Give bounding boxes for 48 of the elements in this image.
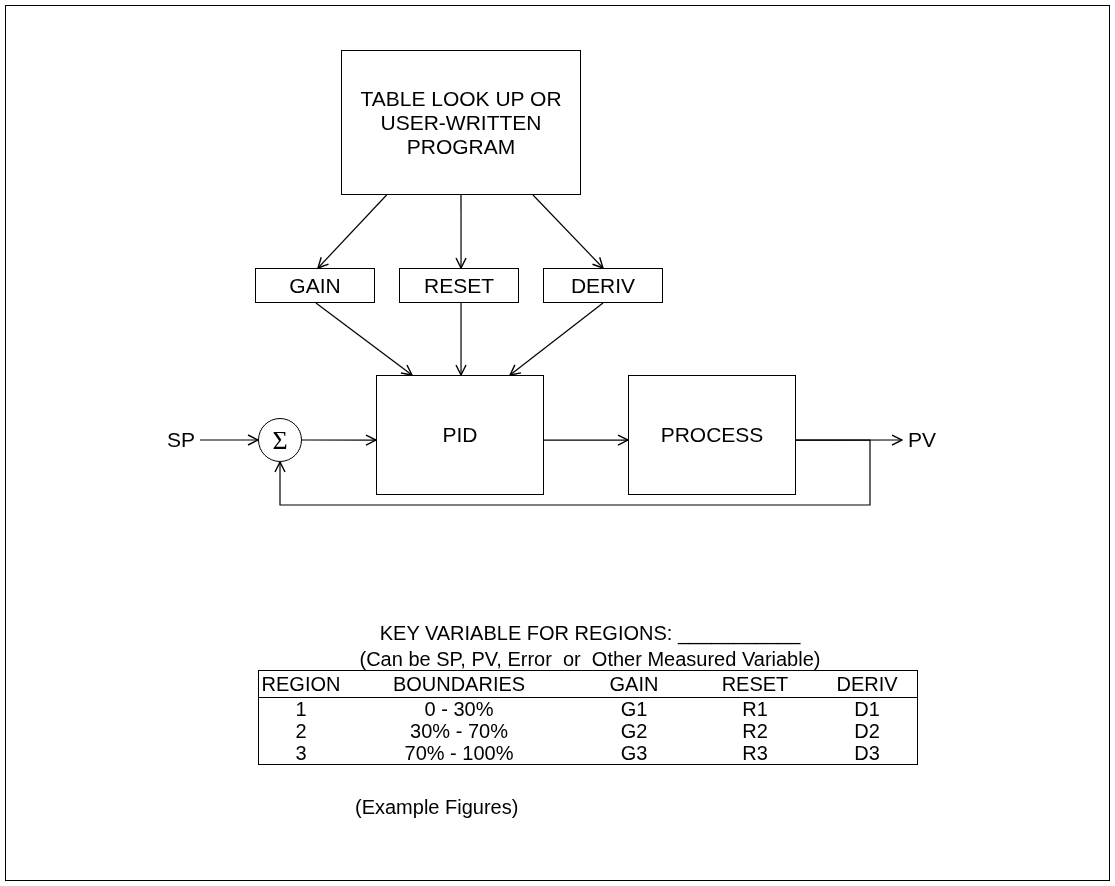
process-box	[341, 50, 581, 195]
table-cell-text: 1	[294, 698, 308, 720]
table-header: GAIN	[608, 673, 660, 695]
arrow	[301, 434, 377, 446]
table-cell-text: 2	[294, 720, 308, 742]
arrow	[315, 302, 413, 376]
table-header: REGION	[260, 673, 342, 695]
node-label: PID	[442, 423, 478, 447]
process-box	[255, 268, 375, 303]
table-cell-text: 70% - 100%	[403, 742, 515, 764]
arrow	[532, 194, 604, 269]
node-label: GAIN	[289, 273, 341, 298]
process-box	[399, 268, 519, 303]
table-cell-text: G3	[619, 742, 649, 764]
arrow	[317, 194, 388, 269]
node-label: DERIV	[570, 273, 636, 298]
process-box	[543, 268, 663, 303]
process-box	[376, 375, 544, 495]
node-label: PV	[908, 427, 936, 454]
arrow	[509, 302, 604, 376]
table-cell-text: 3	[294, 742, 308, 764]
node-label: TABLE LOOK UP OR USER-WRITTEN PROGRAM	[359, 86, 563, 159]
table-cell-text: G2	[619, 720, 649, 742]
table-note: (Example Figures)	[355, 795, 519, 820]
table-cell-text: R1	[741, 698, 769, 720]
node-label: SP	[167, 427, 195, 454]
node-label: PROCESS	[660, 423, 764, 447]
key-variable-heading: KEY VARIABLE FOR REGIONS: ___________	[379, 621, 801, 646]
table-cell-text: D2	[853, 720, 881, 742]
table-cell-text: R2	[741, 720, 769, 742]
table-cell-text: G1	[619, 698, 649, 720]
table-cell-text: 30% - 70%	[409, 720, 509, 742]
arrow	[199, 434, 259, 446]
arrow	[543, 434, 629, 446]
process-box	[628, 375, 796, 495]
node-label: Σ	[272, 424, 288, 457]
table-cell-text: D1	[853, 698, 881, 720]
table-header: BOUNDARIES	[391, 673, 527, 695]
arrow	[455, 302, 467, 376]
table-cell-text: R3	[741, 742, 769, 764]
table-header: RESET	[720, 673, 790, 695]
table-cell-text: 0 - 30%	[423, 698, 495, 720]
arrow	[274, 439, 871, 506]
arrow	[455, 194, 467, 269]
node-label: RESET	[424, 273, 494, 298]
note-text: (Can be SP, PV, Error or Other Measured Variable)	[359, 647, 821, 672]
table-cell-text: D3	[853, 742, 881, 764]
table-header: DERIV	[835, 673, 899, 695]
